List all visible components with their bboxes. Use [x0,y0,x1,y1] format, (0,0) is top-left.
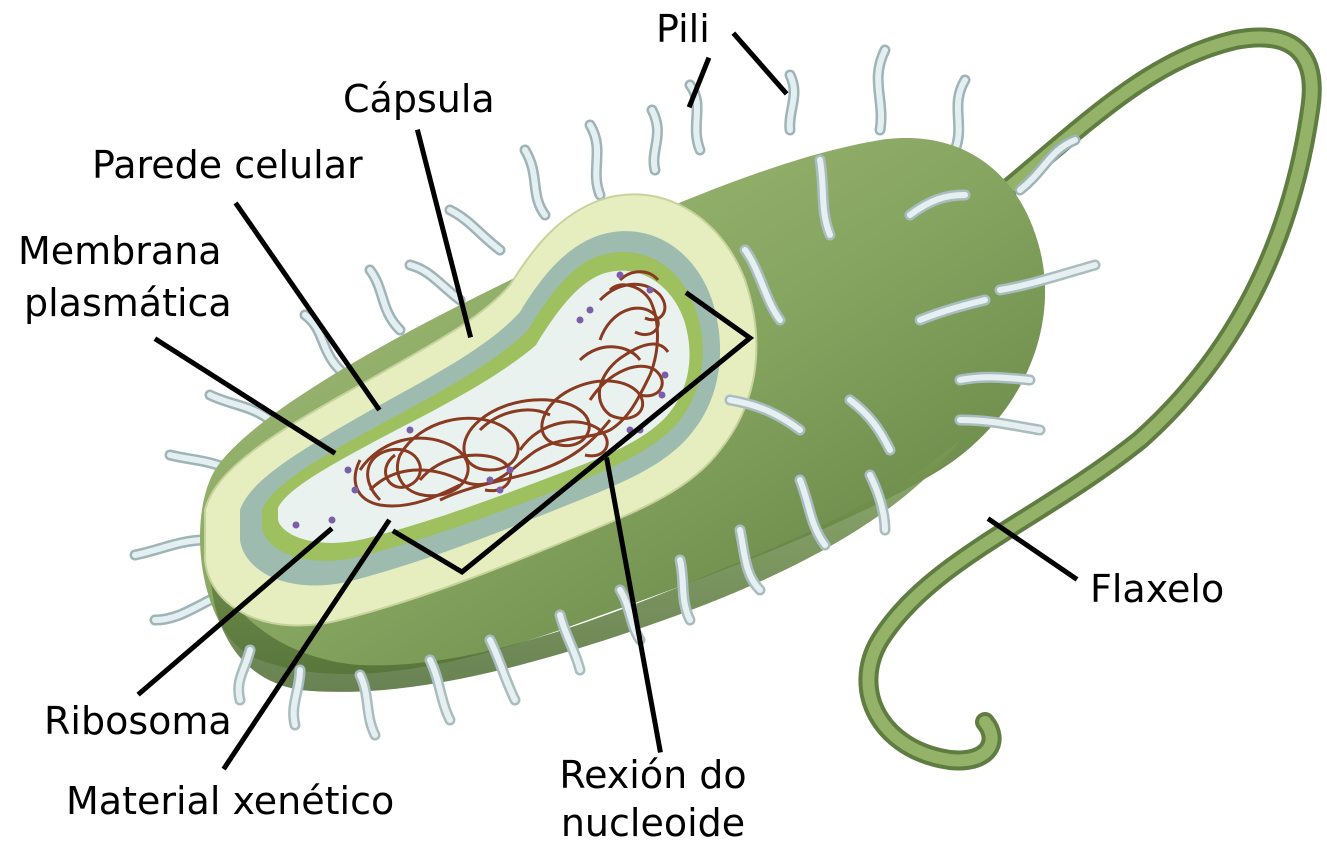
label-material-xenetico: Material xenético [66,778,394,824]
label-parede-celular: Parede celular [92,142,363,188]
label-flaxelo: Flaxelo [1090,566,1224,612]
leader-pili-b [735,35,785,92]
leader-parede [237,205,378,408]
label-ribosoma: Ribosoma [44,698,232,744]
label-capsula: Cápsula [343,76,495,122]
label-membrana-plasmatica-line1: Membrana [18,228,222,274]
label-pili: Pili [656,6,710,52]
label-rexion-line1: Rexión do [548,752,758,798]
label-rexion-line2: nucleoide [548,800,758,846]
label-membrana-plasmatica-line2: plasmática [24,280,232,326]
leader-capsula [418,132,470,335]
leader-flaxelo [990,520,1075,578]
